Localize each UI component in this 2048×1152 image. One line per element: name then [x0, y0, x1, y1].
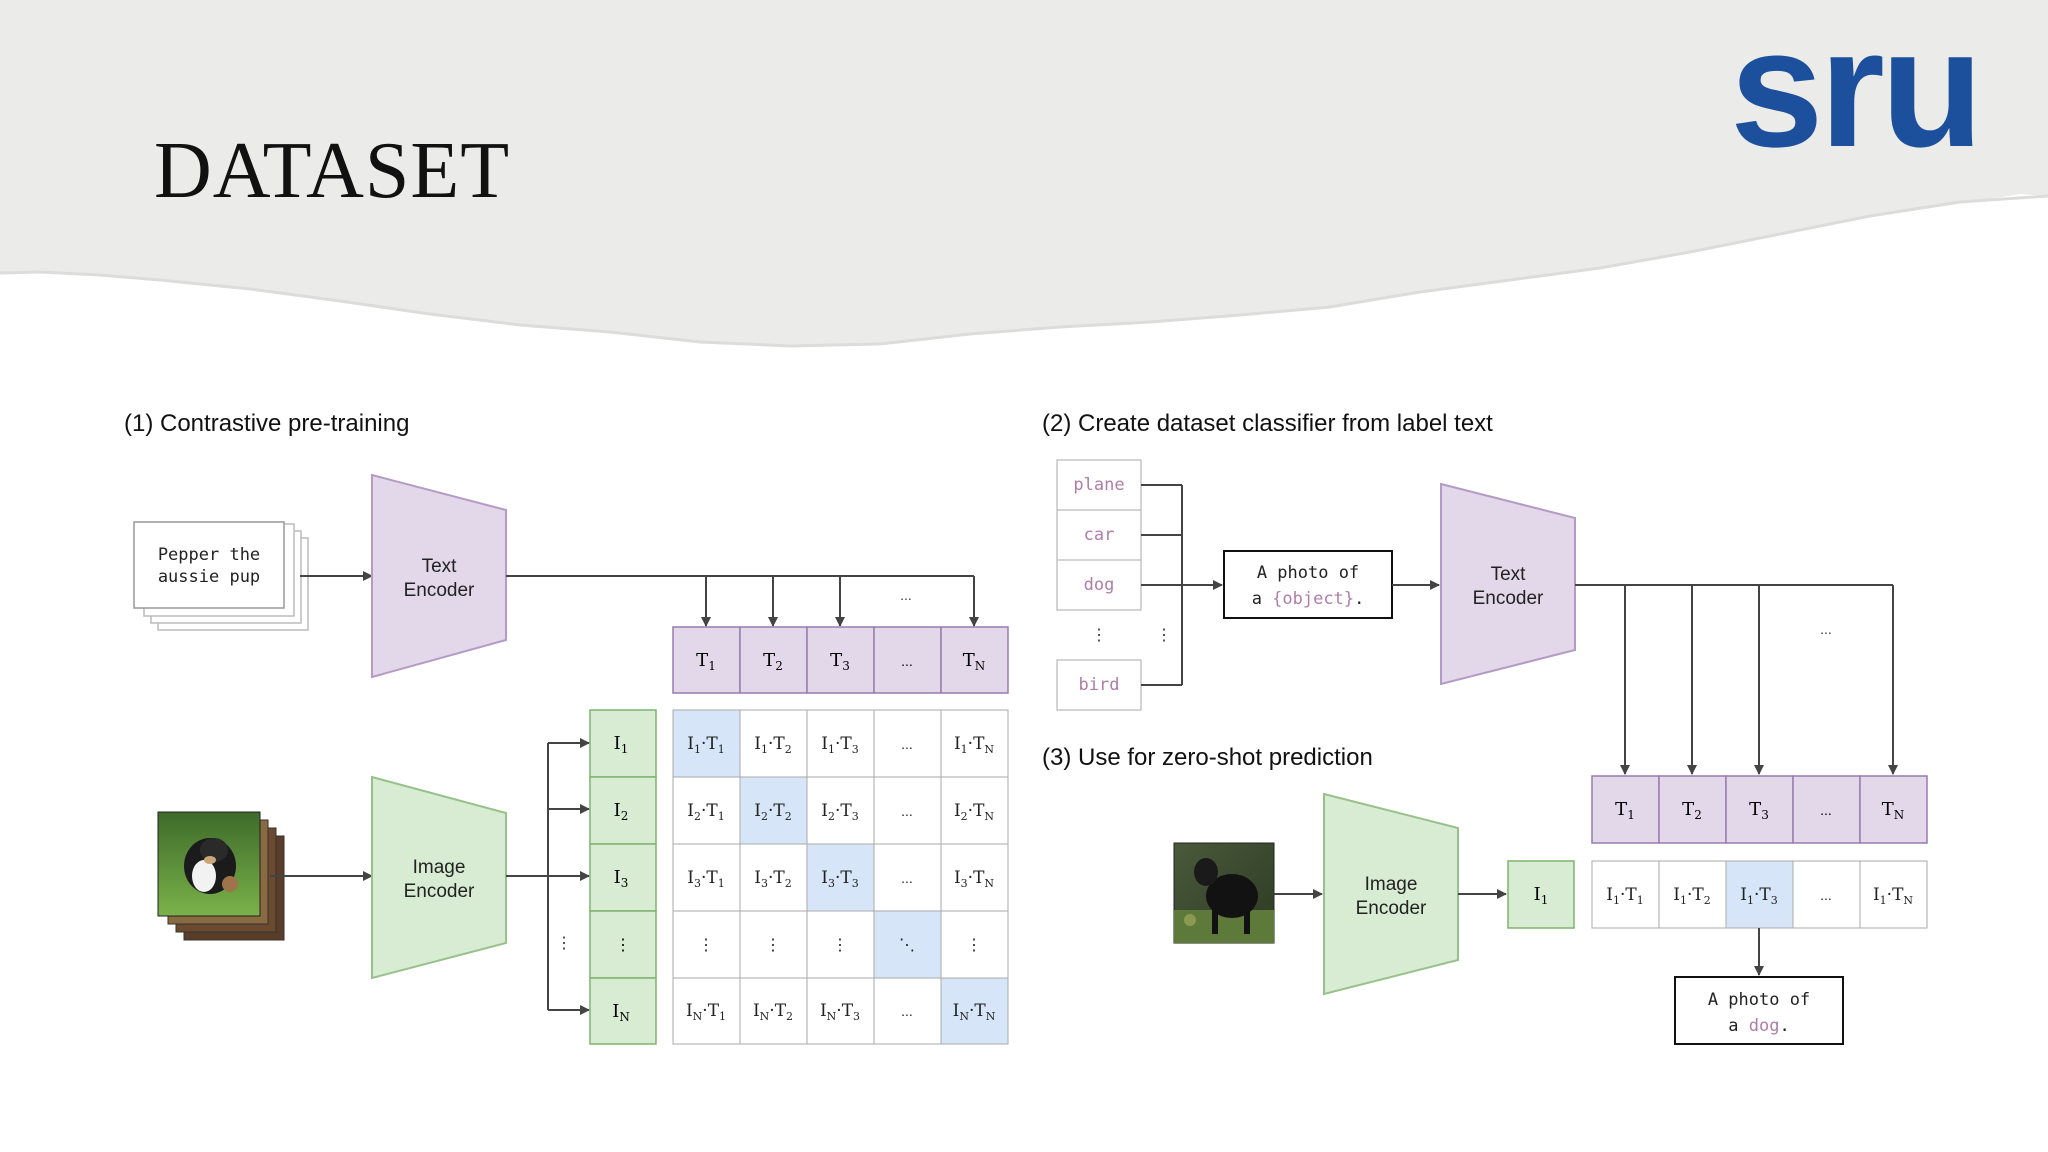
svg-text:⋱: ⋱: [899, 935, 915, 954]
arrows-vdots-1: ⋮: [556, 933, 572, 952]
text-encoder-1: Text Encoder: [371, 473, 507, 679]
image-encoder-1-label-line1: Image: [413, 857, 466, 878]
connector-vdots: ⋮: [1156, 625, 1172, 644]
torn-paper-header: [0, 0, 2048, 346]
section1-title: (1) Contrastive pre-training: [124, 410, 410, 437]
label-vdots: ⋮: [1091, 625, 1107, 644]
prompt-placeholder: {object}: [1272, 589, 1354, 609]
prompt-line1: A photo of: [1257, 563, 1359, 583]
prediction-result-box: A photo of a dog.: [1674, 976, 1844, 1045]
i-vdots-cell: ⋮: [615, 935, 631, 954]
label-dog: dog: [1084, 575, 1115, 595]
svg-text:...: ...: [1820, 802, 1832, 818]
slide-title: DATASET: [154, 127, 511, 215]
result-line2-prefix: a: [1728, 1016, 1748, 1036]
prompt-template-box: A photo of a {object}.: [1223, 550, 1393, 619]
image-embedding-2: I1: [1507, 860, 1575, 929]
svg-text:⋮: ⋮: [698, 935, 714, 954]
caption-text-line2: aussie pup: [158, 567, 260, 587]
text-embedding-row-2: T1 T2 T3 ... TN: [1591, 775, 1928, 844]
result-word: dog: [1749, 1016, 1780, 1036]
label-car: car: [1084, 525, 1115, 545]
torn-paper-shadow: [0, 194, 2048, 348]
svg-text:⋮: ⋮: [765, 935, 781, 954]
image-encoder-1-label-line2: Encoder: [404, 881, 475, 902]
svg-text:...: ...: [901, 736, 913, 752]
text-embedding-row-1: T1 T2 T3 ... TN: [672, 626, 1009, 694]
caption-card-stack: Pepper the aussie pup: [133, 521, 309, 631]
similarity-matrix: I1·T1 I1·T2 I1·T3 ... I1·TN I2·T1 I2·T2 …: [672, 709, 1009, 1045]
svg-text:I1·T2: I1·T2: [1673, 885, 1710, 907]
prompt-line2-prefix: a: [1252, 589, 1272, 609]
text-encoder-2-label-line2: Encoder: [1473, 588, 1544, 609]
text-encoder-1-label-line1: Text: [422, 556, 458, 577]
image-embedding-column-1: I1 I2 I3 ⋮ IN: [589, 709, 657, 1045]
logo: sru: [1730, 0, 1983, 182]
svg-text:...: ...: [901, 1003, 913, 1019]
result-period: .: [1779, 1016, 1789, 1036]
prompt-period: .: [1354, 589, 1364, 609]
text-encoder-2: Text Encoder: [1440, 482, 1576, 686]
svg-text:IN·T1: IN·T1: [686, 1001, 726, 1023]
image-encoder-2-label-line1: Image: [1365, 874, 1418, 895]
svg-text:a {object}.: a {object}.: [1252, 589, 1365, 609]
label-plane: plane: [1073, 475, 1124, 495]
svg-text:...: ...: [1820, 887, 1832, 903]
arrows-ellipsis-2: ...: [1820, 621, 1832, 637]
section2-title: (2) Create dataset classifier from label…: [1042, 410, 1493, 437]
image-encoder-1: Image Encoder: [371, 775, 507, 980]
prediction-row: I1·T1 I1·T2 I1·T3 ... I1·TN: [1591, 860, 1928, 929]
caption-text-line1: Pepper the: [158, 545, 260, 565]
svg-text:⋮: ⋮: [832, 935, 848, 954]
t-ellipsis-cell: ...: [901, 653, 913, 669]
svg-text:a dog.: a dog.: [1728, 1016, 1789, 1036]
label-bird: bird: [1079, 675, 1120, 695]
section3-title: (3) Use for zero-shot prediction: [1042, 744, 1373, 771]
text-encoder-1-label-line2: Encoder: [404, 580, 475, 601]
dog-photo: [1173, 842, 1275, 944]
svg-text:...: ...: [901, 870, 913, 886]
image-encoder-2: Image Encoder: [1323, 792, 1459, 996]
label-list: plane car dog ⋮ bird: [1056, 459, 1142, 711]
svg-text:...: ...: [901, 803, 913, 819]
arrows-ellipsis-1: ...: [900, 587, 912, 603]
puppy-photo-stack: [157, 811, 285, 941]
result-line1: A photo of: [1708, 990, 1810, 1010]
image-encoder-2-label-line2: Encoder: [1356, 898, 1427, 919]
text-encoder-2-label-line1: Text: [1491, 564, 1527, 585]
svg-text:⋮: ⋮: [966, 935, 982, 954]
